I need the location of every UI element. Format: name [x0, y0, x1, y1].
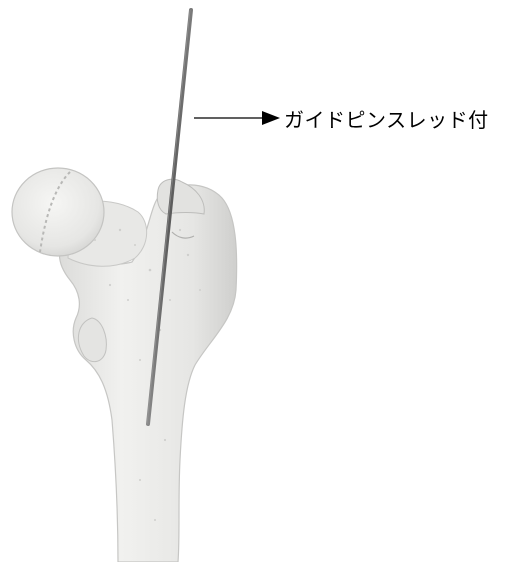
femur-bone [12, 168, 237, 562]
arrow-right-icon [194, 111, 280, 125]
femoral-head [12, 168, 104, 256]
guide-pin-label: ガイドピンスレッド付 [284, 104, 489, 133]
greater-trochanter [157, 179, 204, 214]
